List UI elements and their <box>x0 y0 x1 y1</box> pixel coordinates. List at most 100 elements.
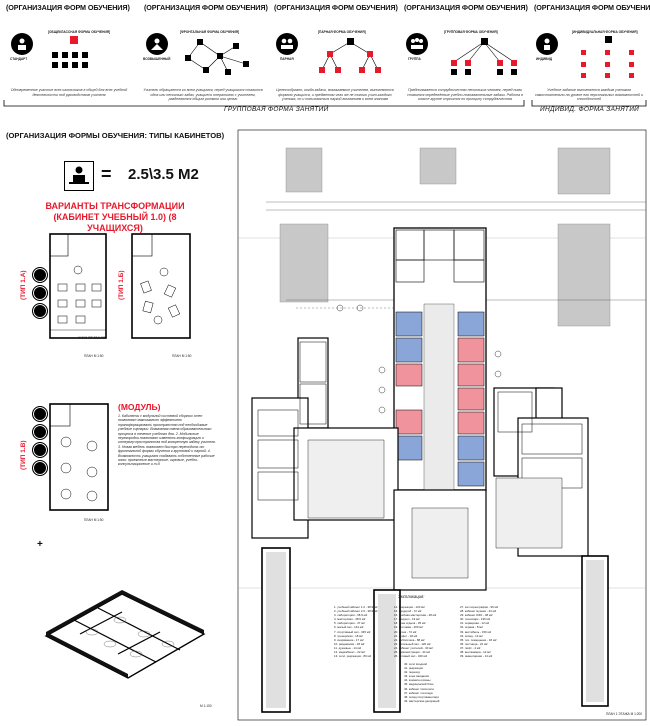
panel-4-subtitle: [ГРУППОВАЯ ФОРМА ОБУЧЕНИЯ] <box>444 30 498 34</box>
plan-1a-scale: ПЛАН М 1:50 <box>84 354 104 358</box>
explication-item: 32. охрана - 8 м2 <box>460 625 483 630</box>
explication-item: 7. спортивный зал - 345 м2 <box>334 629 371 634</box>
explication-item: 5. лаборатория - 47 м2 <box>334 621 365 626</box>
group-form-label: ГРУППОВАЯ ФОРМА ЗАНЯТИЙ <box>224 106 329 113</box>
explication-item: 21. буфет - 18 м2 <box>394 633 418 638</box>
explication-item: 11. душевые - 14 м2 <box>334 645 362 650</box>
explication-item: 20. кухня - 72 м2 <box>394 629 417 634</box>
explication-item: 41. рекреация <box>404 666 423 671</box>
explication-item: 24. кабинет учителей - 30 м2 <box>394 645 433 650</box>
classroom-plan-type-1c <box>49 403 109 511</box>
group-brackets <box>3 100 647 107</box>
module-title: (МОДУЛЬ) <box>118 402 161 412</box>
panel-2-icon-label: ВОЗВЫШЕННЫЙ <box>143 57 171 61</box>
type-1b-label: (ТИП 1.Б) <box>118 270 125 300</box>
floor-plan-scale: ПЛАН 1 ЭТАЖА М 1:200 <box>606 712 643 716</box>
pair-form-diagram <box>319 38 381 73</box>
explication-item: 39. инвентарная - 14 м2 <box>460 654 493 659</box>
explication-item: 22. библиотека - 88 м2 <box>394 637 425 642</box>
group-form-icon <box>406 33 428 55</box>
explication-col-2: 14. рекреация - 120 м2 15. гардероб - 72… <box>394 605 436 658</box>
panel-1-icon-label: СТАНДАРТ <box>10 57 28 61</box>
standard-form-diagram <box>52 36 88 68</box>
panel-5-subtitle: [ИНДИВИДУАЛЬНАЯ ФОРМА ОБУЧЕНИЯ] <box>572 30 638 34</box>
explication-item: 15. гардероб - 72 м2 <box>394 609 422 614</box>
plus-marker: + <box>37 539 43 550</box>
explication-item: 38. венткамера - 12 м2 <box>460 650 491 655</box>
type-1c-label: (ТИП 1.В) <box>20 440 27 470</box>
area-value: 2.5\3.5 М2 <box>128 166 199 183</box>
explication-item: 18. зона отдыха - 35 м2 <box>394 621 426 626</box>
axonometric-scale: М 1:100 <box>200 704 212 708</box>
explication-item: 23. читальный зал - 120 м2 <box>394 641 431 646</box>
explication-item: 9. снаряжение - 17 м2 <box>334 637 364 642</box>
type-1c-badge-3 <box>32 442 48 458</box>
plan-1c-scale: ПЛАН М 1:50 <box>84 518 104 522</box>
cabinet-area-label: КАБИНЕТ 37.9 М2 <box>78 336 106 340</box>
individual-form-diagram <box>581 36 634 78</box>
panel-2-title: (ОРГАНИЗАЦИЯ ФОРМ ОБУЧЕНИЯ) <box>144 3 268 12</box>
axonometric-view <box>44 590 206 679</box>
panel-1-caption: Одновременное участие всех школьников в … <box>10 88 128 97</box>
explication-item: 8. тренерская - 18 м2 <box>334 633 363 638</box>
explication-col-1: 1. учебный кабинет 1.0 - 38.9 м2 2. учеб… <box>334 605 378 658</box>
explication-item: 33. вестибюль - 150 м2 <box>460 629 492 634</box>
type-1a-badge-1 <box>32 267 48 283</box>
module-description: 1. Кабинеты с модульной системой сборных… <box>118 414 216 467</box>
panel-4-icon-label: ГРУППА <box>408 57 421 61</box>
plan-1b-scale: ПЛАН М 1:50 <box>172 354 192 358</box>
explication-item: 27. зал хореографии - 96 м2 <box>460 605 499 609</box>
explication-item: 31. серверная - 12 м2 <box>460 621 490 626</box>
panel-4-caption: Предполагается сотрудничество нескольких… <box>407 88 523 102</box>
panel-4-title: (ОРГАНИЗАЦИЯ ФОРМ ОБУЧЕНИЯ) <box>404 3 528 12</box>
classroom-plan-type-1b <box>131 233 191 339</box>
panel-3-subtitle: [ПАРНАЯ ФОРМА ОБУЧЕНИЯ] <box>318 30 366 34</box>
explication-item: 25. администрация - 44 м2 <box>394 650 430 655</box>
explication-item: 16. учебная мастерская - 48 м2 <box>394 613 437 618</box>
classroom-plan-type-1a <box>49 233 107 339</box>
explication-item: 3. лаборатория - 38.9 м2 <box>334 613 368 618</box>
type-1c-badge-4 <box>32 460 48 476</box>
panel-2-subtitle: [ФРОНТАЛЬНАЯ ФОРМА ОБУЧЕНИЯ] <box>180 30 240 34</box>
panel-3-caption: Целесообразно, когда задачи, возлагаемые… <box>276 88 394 102</box>
explication-item: 6. малый зал - 144 м2 <box>334 625 364 630</box>
student-desk-icon <box>64 161 94 191</box>
explication-item: 46. кабинет психолога <box>404 686 434 691</box>
explication-item: 26. актовый зал - 320 м2 <box>394 654 428 659</box>
group-form-diagram <box>451 38 517 75</box>
explication-item: 4. мастерская - 38.9 м2 <box>334 617 366 622</box>
explication-title: Экспликация: <box>398 594 425 599</box>
explication-item: 37. лифт - 4 м2 <box>460 645 481 650</box>
explication-col-4: 40. холл входной 41. рекреация 42. перех… <box>404 662 439 703</box>
panel-3-icon-label: ПАРНАЯ <box>280 57 294 61</box>
type-1c-badge-1 <box>32 406 48 422</box>
explication-col-3: 27. зал хореографии - 96 м2 28. кабинет … <box>460 605 498 658</box>
explication-item: 12. медкабинет - 22 м2 <box>334 650 365 655</box>
explication-item: 40. холл входной <box>404 662 427 666</box>
panel-5-title: (ОРГАНИЗАЦИЯ ФОРМ ОБУЧЕНИЯ) <box>534 3 650 12</box>
explication-item: 49. мастерская декораций <box>404 698 440 703</box>
panel-5-icon-label: ИНДИВИД <box>536 57 553 61</box>
variants-title-line-2: (КАБИНЕТ УЧЕБНЫЙ 1.0) (8 УЧАЩИХСЯ) <box>53 212 177 233</box>
frontal-form-icon <box>146 33 168 55</box>
variants-title: ВАРИАНТЫ ТРАНСФОРМАЦИИ (КАБИНЕТ УЧЕБНЫЙ … <box>28 201 202 234</box>
explication-item: 2. учебный кабинет 2.0 - 38.9 м2 <box>334 609 378 614</box>
area-equals-sign: = <box>101 164 112 184</box>
panel-1-title: (ОРГАНИЗАЦИЯ ФОРМ ОБУЧЕНИЯ) <box>6 3 130 12</box>
panel-5-caption: Учебное задание выполняется каждым учени… <box>534 88 643 102</box>
explication-item: 10. раздевалки - 18 м2 <box>334 641 365 646</box>
type-1c-badge-2 <box>32 424 48 440</box>
explication-item: 30. технопарк - 136 м2 <box>460 617 491 622</box>
type-1a-badge-3 <box>32 303 48 319</box>
variants-title-line-1: ВАРИАНТЫ ТРАНСФОРМАЦИИ <box>45 201 185 211</box>
explication-item: 45. медицинский блок <box>404 682 434 687</box>
individual-form-label: ИНДИВИД. ФОРМА ЗАНЯТИЙ <box>540 106 640 113</box>
explication-item: 42. переход <box>404 670 420 675</box>
floor-plan <box>237 129 647 721</box>
explication-item: 13. холл, рекреация - 80 м2 <box>334 654 372 659</box>
explication-item: 48. склад спортинвентаря <box>404 694 439 699</box>
section-title: (ОРГАНИЗАЦИЯ ФОРМЫ ОБУЧЕНИЯ: ТИПЫ КАБИНЕ… <box>6 131 225 140</box>
explication-item: 28. кабинет музыки - 44 м2 <box>460 609 497 614</box>
explication-item: 14. рекреация - 120 м2 <box>394 605 425 609</box>
explication-item: 19. столовая - 200 м2 <box>394 625 423 630</box>
